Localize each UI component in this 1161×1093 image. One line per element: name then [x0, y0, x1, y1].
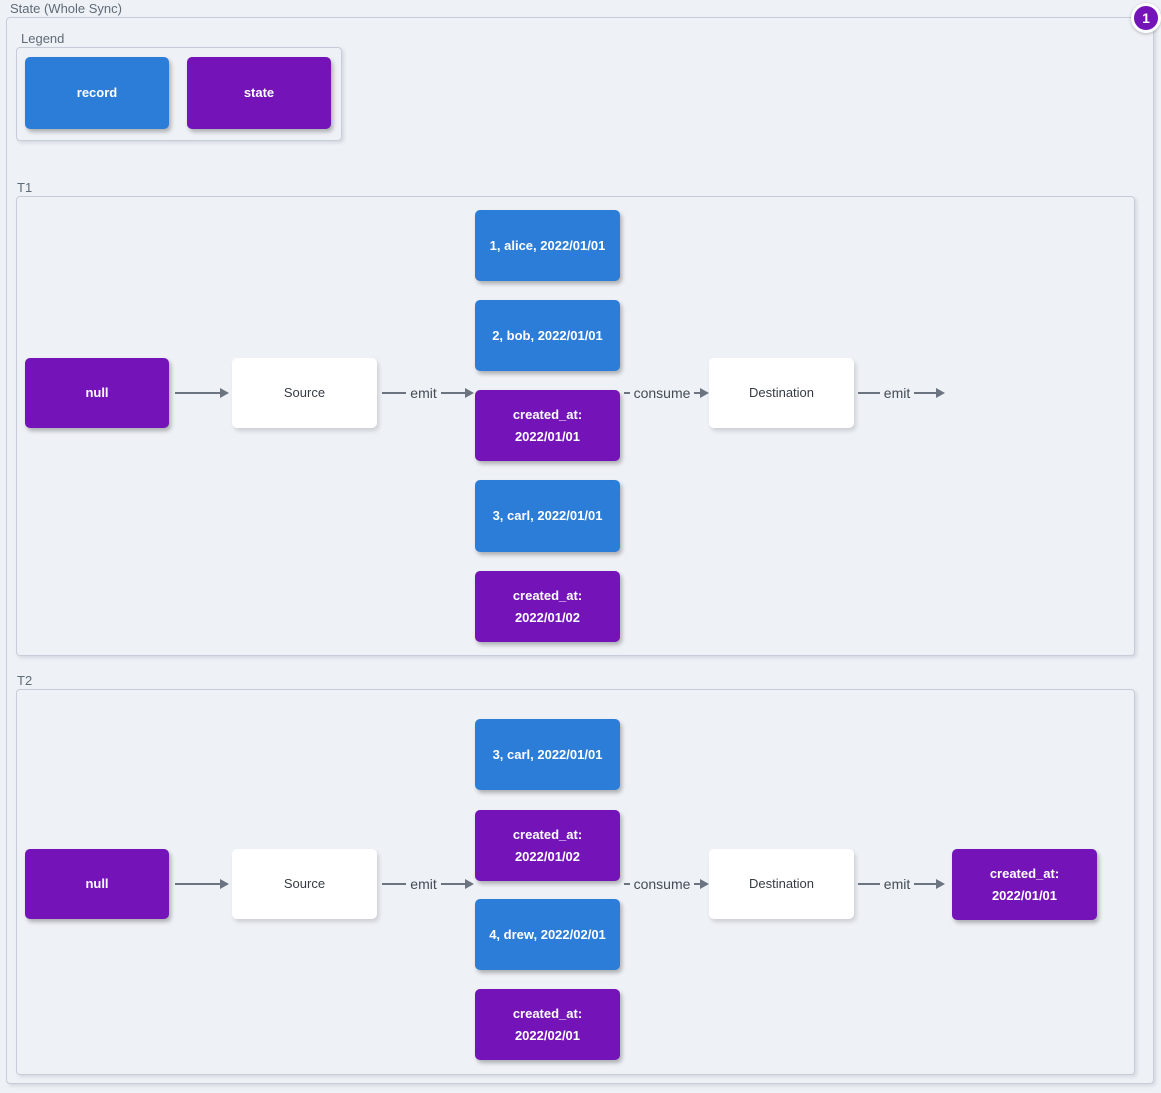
arrow-head-icon	[465, 388, 475, 398]
arrow-head-icon	[700, 388, 709, 398]
arrow-head-icon	[220, 879, 229, 889]
edge-label-emit: emit	[883, 876, 911, 892]
arrow-shaft	[624, 882, 630, 886]
arrow-shaft	[858, 882, 880, 886]
arrow-shaft	[694, 882, 700, 886]
arrow-head-icon	[220, 388, 229, 398]
arrow-shaft	[440, 391, 466, 395]
arrow-shaft	[858, 391, 880, 395]
t2-null-to-source-arrow	[175, 874, 229, 894]
t1-consume-edge: consume	[624, 383, 709, 403]
t1-record-bob: 2, bob, 2022/01/01	[475, 300, 620, 371]
t2-record-carl: 3, carl, 2022/01/01	[475, 719, 620, 790]
arrow-shaft	[914, 391, 937, 395]
t1-state-created-at-2: created_at: 2022/01/02	[475, 571, 620, 642]
t2-output-state-node: created_at: 2022/01/01	[952, 849, 1097, 920]
t2-state-created-at-2: created_at: 2022/02/01	[475, 989, 620, 1060]
arrow-shaft	[382, 882, 407, 886]
legend-record-node: record	[25, 57, 169, 129]
t1-record-carl: 3, carl, 2022/01/01	[475, 480, 620, 552]
arrow-shaft	[914, 882, 937, 886]
t2-destination-node: Destination	[709, 849, 854, 919]
arrow-head-icon	[465, 879, 475, 889]
t2-state-created-at-1: created_at: 2022/01/02	[475, 810, 620, 881]
edge-label-consume: consume	[633, 876, 691, 892]
arrow-shaft	[624, 391, 630, 395]
edge-label-consume: consume	[633, 385, 691, 401]
edge-label-emit: emit	[883, 385, 911, 401]
t2-consume-edge: consume	[624, 874, 709, 894]
arrow-shaft	[382, 391, 407, 395]
t1-emit-edge: emit	[382, 383, 475, 403]
arrow-head-icon	[700, 879, 709, 889]
t2-emit-out-edge: emit	[858, 874, 946, 894]
diagram-title: State (Whole Sync)	[10, 1, 122, 16]
t2-emit-edge: emit	[382, 874, 475, 894]
legend-state-node: state	[187, 57, 331, 129]
t2-source-node: Source	[232, 849, 377, 919]
edge-label-emit: emit	[410, 876, 437, 892]
t2-container	[16, 689, 1135, 1075]
arrow-shaft	[694, 391, 700, 395]
t2-record-drew: 4, drew, 2022/02/01	[475, 899, 620, 970]
t1-container	[16, 196, 1135, 656]
t1-record-alice: 1, alice, 2022/01/01	[475, 210, 620, 281]
t1-source-node: Source	[232, 358, 377, 428]
t1-emit-out-edge: emit	[858, 383, 946, 403]
t1-null-to-source-arrow	[175, 383, 229, 403]
t1-state-created-at-1: created_at: 2022/01/01	[475, 390, 620, 461]
state-whole-sync-container	[6, 17, 1154, 1084]
t1-destination-node: Destination	[709, 358, 854, 428]
legend-container	[16, 47, 342, 141]
legend-title: Legend	[21, 31, 65, 46]
arrow-shaft	[440, 882, 466, 886]
arrow-head-icon	[936, 879, 946, 889]
arrow-shaft	[175, 882, 220, 886]
step-badge: 1	[1131, 3, 1161, 33]
t2-null-node: null	[25, 849, 169, 919]
arrow-head-icon	[936, 388, 946, 398]
t2-title: T2	[17, 673, 33, 688]
t1-null-node: null	[25, 358, 169, 428]
t1-title: T1	[17, 180, 33, 195]
edge-label-emit: emit	[410, 385, 437, 401]
arrow-shaft	[175, 391, 220, 395]
